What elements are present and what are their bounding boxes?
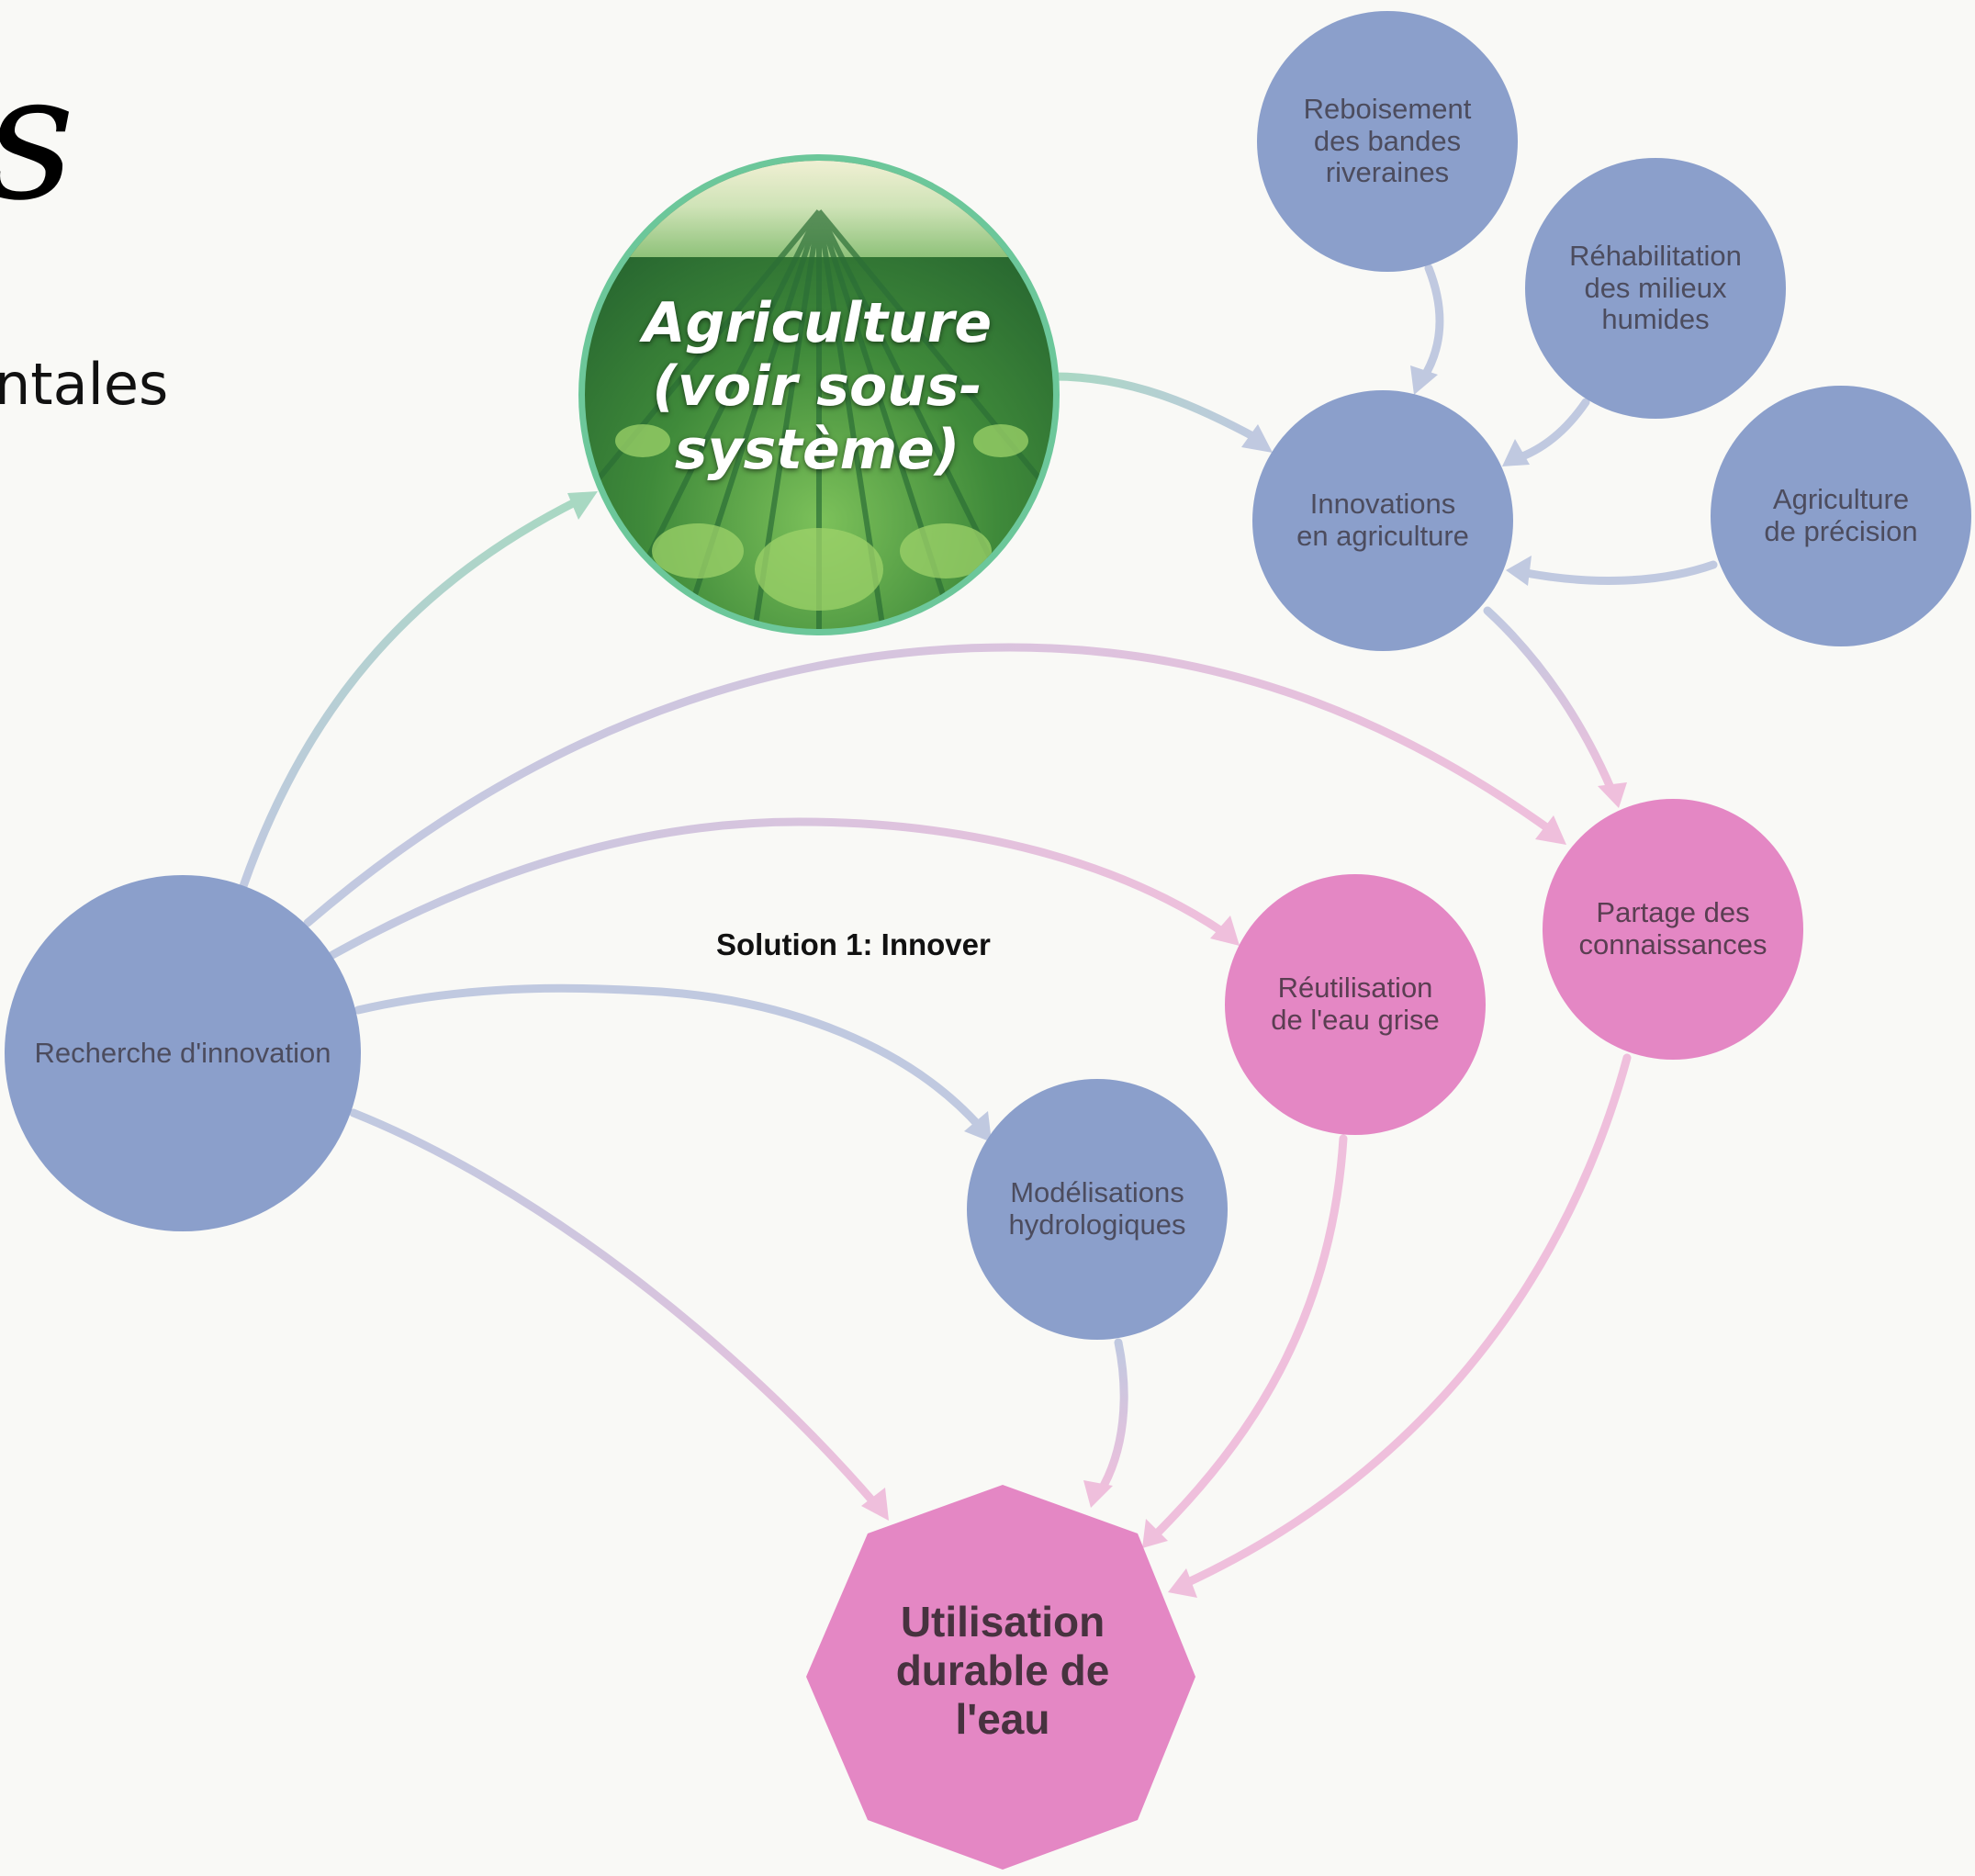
- node-modelisations-label: Modélisations hydrologiques: [1008, 1176, 1186, 1241]
- node-partage-label: Partage des connaissances: [1578, 896, 1767, 960]
- arrow-recherche-to-agriculture: [239, 496, 583, 891]
- arrowhead-partage-from-recherche: [1535, 815, 1566, 845]
- node-rehabilitation-label: Réhabilitation des milieux humides: [1569, 239, 1742, 336]
- arrow-recherche-to-utilisation: [349, 1108, 881, 1511]
- node-innovations-agriculture[interactable]: Innovations en agriculture: [1252, 390, 1513, 651]
- arrowhead-utilisation-from-partage: [1168, 1568, 1197, 1598]
- partial-heading-fragment: s: [0, 51, 75, 225]
- node-reutilisation-eau-grise[interactable]: Réutilisation de l'eau grise: [1225, 874, 1486, 1135]
- arrowhead-utilisation-from-reutilisation: [1142, 1519, 1168, 1548]
- arrow-modelisations-to-utilisation: [1095, 1338, 1128, 1497]
- arrow-reboisement-to-innovations: [1419, 264, 1444, 383]
- node-reutilisation-label: Réutilisation de l'eau grise: [1271, 972, 1440, 1036]
- utilisation-octagon-shape: [806, 1485, 1195, 1870]
- arrowhead-innovations-from-rehabilitation: [1502, 439, 1530, 466]
- node-modelisations-hydrologiques[interactable]: Modélisations hydrologiques: [967, 1079, 1228, 1340]
- node-precision-label: Agriculture de précision: [1764, 483, 1918, 547]
- node-utilisation-durable-label[interactable]: Utilisation durable de l'eau: [895, 1598, 1110, 1743]
- arrow-partage-to-utilisation: [1180, 1053, 1632, 1589]
- arrowhead-utilisation-from-recherche: [861, 1488, 889, 1521]
- node-reboisement-label: Reboisement des bandes riveraines: [1303, 92, 1472, 189]
- solution-label: Solution 1: Innover: [716, 927, 991, 961]
- partial-subtitle-fragment: ntales: [0, 351, 169, 418]
- node-recherche-label: Recherche d'innovation: [34, 1036, 331, 1069]
- arrowhead-innovations-from-reboisement: [1410, 365, 1438, 395]
- node-innovations-label: Innovations en agriculture: [1296, 488, 1469, 552]
- arrows: [239, 264, 1718, 1589]
- arrow-recherche-to-reutilisation: [328, 817, 1228, 960]
- node-agriculture-precision[interactable]: Agriculture de précision: [1711, 386, 1971, 646]
- arrowhead-utilisation-from-modelisations: [1083, 1480, 1113, 1508]
- arrowhead-reutilisation: [1210, 916, 1240, 946]
- arrowheads: [567, 365, 1627, 1598]
- arrow-recherche-to-partage: [303, 643, 1556, 927]
- arrow-precision-to-innovations: [1512, 560, 1718, 585]
- node-reboisement[interactable]: Reboisement des bandes riveraines: [1257, 11, 1518, 272]
- arrowhead-innovations-from-agriculture: [1241, 424, 1273, 453]
- arrow-recherche-to-modelisations: [353, 983, 985, 1132]
- arrow-rehabilitation-to-innovations: [1510, 398, 1590, 464]
- arrow-agriculture-to-innovations: [1049, 372, 1262, 444]
- arrowhead-modelisations: [964, 1111, 992, 1142]
- node-recherche-innovation[interactable]: Recherche d'innovation: [5, 875, 361, 1231]
- arrowhead-partage-from-innovations: [1598, 782, 1627, 808]
- arrow-reutilisation-to-utilisation: [1150, 1134, 1348, 1540]
- agriculture-node-image[interactable]: [569, 154, 1069, 643]
- node-rehabilitation[interactable]: Réhabilitation des milieux humides: [1525, 158, 1786, 419]
- arrow-innovations-to-partage: [1483, 606, 1616, 794]
- node-partage-connaissances[interactable]: Partage des connaissances: [1543, 799, 1803, 1060]
- arrowhead-innovations-from-precision: [1506, 556, 1532, 586]
- agriculture-node-label: Agriculture (voir sous- système): [642, 291, 993, 482]
- arrowhead-agriculture: [567, 491, 598, 520]
